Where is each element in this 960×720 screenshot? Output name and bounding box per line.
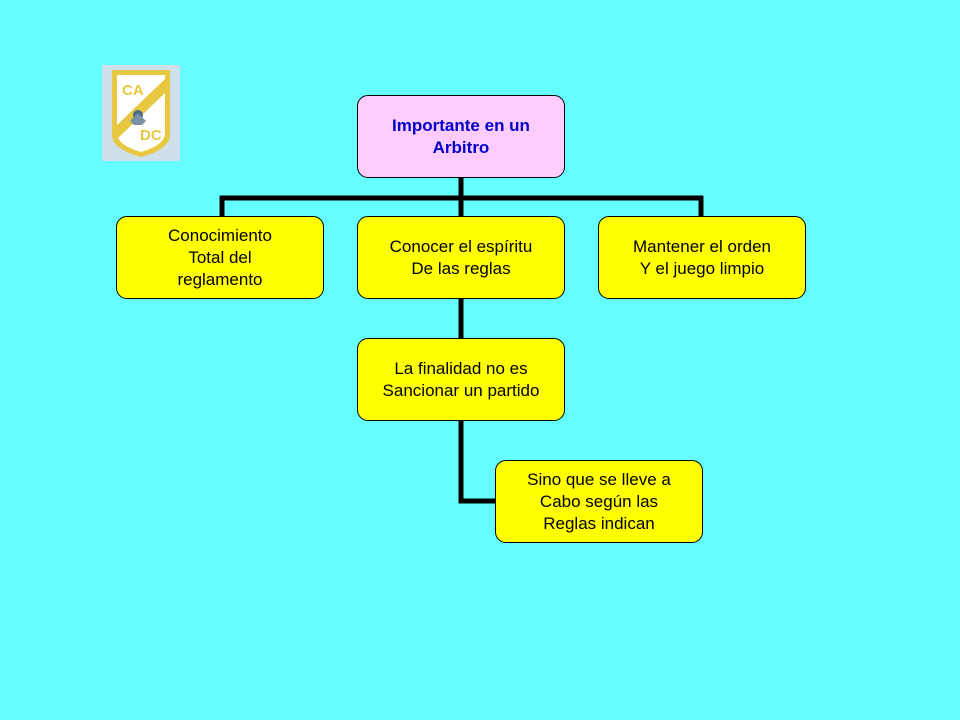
node-child-1-label: Conocimiento Total del reglamento	[168, 225, 272, 289]
node-child-2-label: Conocer el espíritu De las reglas	[389, 236, 533, 278]
node-level-4: Sino que se lleve a Cabo según las Regla…	[495, 460, 703, 543]
node-level-3: La finalidad no es Sancionar un partido	[357, 338, 565, 421]
node-child-1: Conocimiento Total del reglamento	[116, 216, 324, 299]
node-level-4-label: Sino que se lleve a Cabo según las Regla…	[527, 469, 671, 533]
logo-text-top: CA	[122, 82, 144, 99]
node-root: Importante en un Arbitro	[357, 95, 565, 178]
node-child-3: Mantener el orden Y el juego limpio	[598, 216, 806, 299]
node-child-2: Conocer el espíritu De las reglas	[357, 216, 565, 299]
connector-level3-to-level4	[458, 421, 495, 504]
logo-text-bottom: DC	[140, 127, 162, 144]
node-child-3-label: Mantener el orden Y el juego limpio	[633, 236, 771, 278]
club-logo: CA DC	[102, 65, 180, 161]
node-root-label: Importante en un Arbitro	[392, 115, 530, 157]
club-crest-icon: CA DC	[102, 65, 180, 161]
node-level-3-label: La finalidad no es Sancionar un partido	[382, 358, 540, 400]
